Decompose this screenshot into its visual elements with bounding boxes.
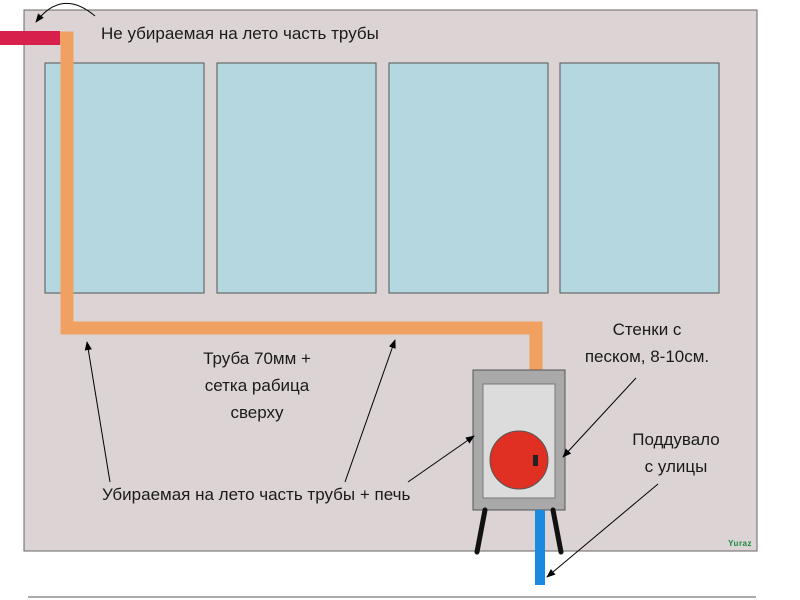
label-walls-line1: Стенки с bbox=[613, 320, 682, 339]
label-air-line2: с улицы bbox=[645, 457, 708, 476]
air-inlet-pipe bbox=[535, 510, 545, 585]
arrow-walls bbox=[562, 377, 637, 458]
window-4 bbox=[559, 62, 720, 294]
fixed-pipe-segment bbox=[0, 31, 60, 45]
label-pipe-line1: Труба 70мм + bbox=[203, 349, 311, 368]
arrow-fixed-pipe bbox=[35, 2, 96, 23]
label-pipe-line3: сверху bbox=[230, 403, 284, 422]
label-air-line1: Поддувало bbox=[632, 430, 720, 449]
window-3 bbox=[388, 62, 549, 294]
stove-door-handle bbox=[533, 455, 538, 466]
arrow-removable-stove bbox=[407, 435, 475, 483]
arrow-removable-left bbox=[84, 341, 111, 483]
stove-leg-right bbox=[550, 507, 564, 555]
label-walls-line2: песком, 8-10см. bbox=[585, 347, 709, 366]
stove bbox=[472, 369, 566, 555]
label-fixed-pipe: Не убираемая на лето часть трубы bbox=[101, 24, 379, 43]
window-2 bbox=[216, 62, 377, 294]
orange-pipe bbox=[60, 31, 543, 372]
label-removable: Убираемая на лето часть трубы + печь bbox=[102, 485, 410, 504]
signature: Yuraz bbox=[728, 539, 752, 548]
label-pipe-line2: сетка рабица bbox=[205, 376, 310, 395]
stove-leg-left bbox=[474, 507, 488, 555]
arrow-removable-mid bbox=[344, 339, 396, 483]
stove-fire-door bbox=[489, 430, 549, 490]
arrow-air-inlet bbox=[546, 483, 659, 578]
